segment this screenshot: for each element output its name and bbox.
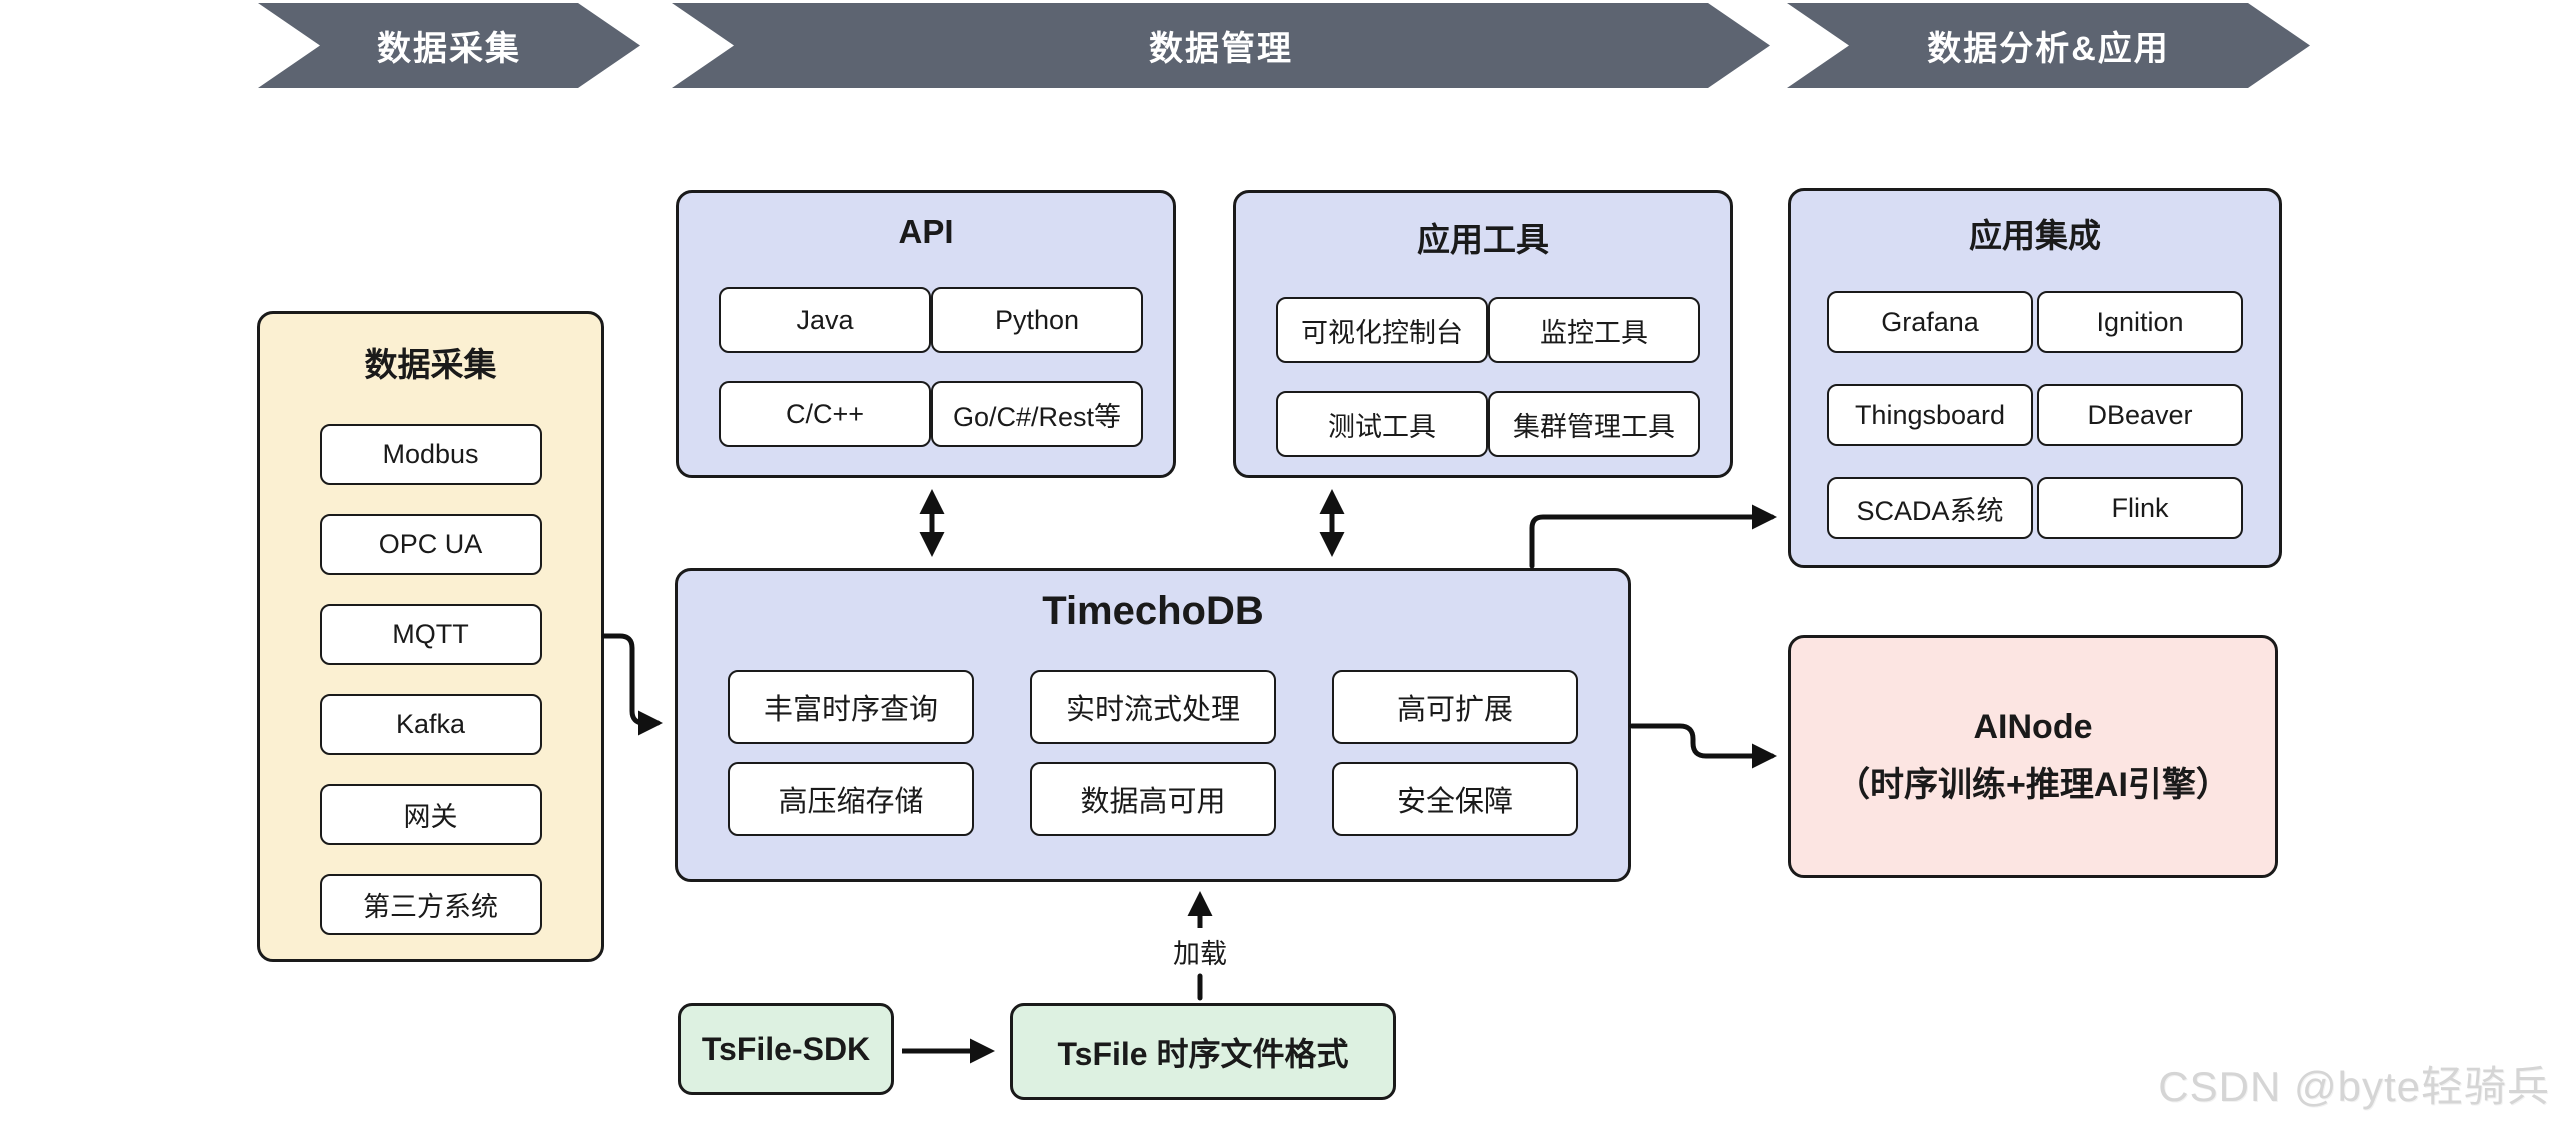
integration-item: Ignition xyxy=(2037,291,2243,353)
panel-title: 应用工具 xyxy=(1417,221,1549,258)
load-arrow-label: 加载 xyxy=(1173,939,1227,969)
tsfile-sdk-label: TsFile-SDK xyxy=(701,1030,871,1067)
banner-data-management: 数据管理 xyxy=(672,3,1770,88)
application-tools-panel: 应用工具 可视化控制台 监控工具 测试工具 集群管理工具 xyxy=(1233,190,1733,478)
tsfile-format-label: TsFile 时序文件格式 xyxy=(1057,1035,1349,1072)
api-items: Java Python C/C++ Go/C#/Rest等 xyxy=(719,287,1143,447)
arrow-collection-timechodb xyxy=(601,633,663,736)
tool-item: 可视化控制台 xyxy=(1276,297,1488,363)
tool-item: 监控工具 xyxy=(1488,297,1700,363)
integration-items: Grafana Ignition Thingsboard DBeaver SCA… xyxy=(1827,291,2243,539)
collection-item: 网关 xyxy=(319,784,542,845)
api-item: Python xyxy=(931,287,1143,353)
ainode-subtitle: （时序训练+推理AI引擎） xyxy=(1836,765,2230,804)
panel-title: TimechoDB xyxy=(1042,589,1264,633)
tsfile-sdk-box: TsFile-SDK xyxy=(678,1003,894,1095)
collection-item: 第三方系统 xyxy=(319,874,542,935)
tool-item: 测试工具 xyxy=(1276,391,1488,457)
collection-item: Modbus xyxy=(319,424,542,485)
panel-title: API xyxy=(898,213,954,250)
collection-item: MQTT xyxy=(319,604,542,665)
timechodb-feature: 高可扩展 xyxy=(1332,670,1578,744)
arrow-timechodb-ainode xyxy=(1629,723,1777,769)
api-item: Java xyxy=(719,287,931,353)
timechodb-feature: 实时流式处理 xyxy=(1030,670,1276,744)
collection-item: Kafka xyxy=(319,694,542,755)
integration-item: SCADA系统 xyxy=(1827,477,2033,539)
application-integration-panel: 应用集成 Grafana Ignition Thingsboard DBeave… xyxy=(1788,188,2282,568)
banner-data-analysis-application: 数据分析&应用 xyxy=(1787,3,2310,88)
collection-items: Modbus OPC UA MQTT Kafka 网关 第三方系统 xyxy=(260,424,601,935)
banner-label: 数据管理 xyxy=(1149,30,1293,68)
timechodb-feature: 丰富时序查询 xyxy=(728,670,974,744)
integration-item: DBeaver xyxy=(2037,384,2243,446)
timechodb-feature: 高压缩存储 xyxy=(728,762,974,836)
integration-item: Flink xyxy=(2037,477,2243,539)
integration-item: Grafana xyxy=(1827,291,2033,353)
timechodb-feature: 数据高可用 xyxy=(1030,762,1276,836)
arrow-timechodb-integration xyxy=(1529,504,1777,569)
timechodb-features: 丰富时序查询 实时流式处理 高可扩展 高压缩存储 数据高可用 安全保障 xyxy=(728,670,1578,836)
integration-item: Thingsboard xyxy=(1827,384,2033,446)
panel-title: 应用集成 xyxy=(1969,217,2101,254)
ainode-panel: AINode （时序训练+推理AI引擎） xyxy=(1788,635,2278,878)
api-item: C/C++ xyxy=(719,381,931,447)
banner-label: 数据分析&应用 xyxy=(1927,30,2170,68)
tools-items: 可视化控制台 监控工具 测试工具 集群管理工具 xyxy=(1276,297,1700,457)
api-panel: API Java Python C/C++ Go/C#/Rest等 xyxy=(676,190,1176,478)
api-item: Go/C#/Rest等 xyxy=(931,381,1143,447)
data-collection-panel: 数据采集 Modbus OPC UA MQTT Kafka 网关 第三方系统 xyxy=(257,311,604,962)
collection-item: OPC UA xyxy=(319,514,542,575)
panel-title: 数据采集 xyxy=(364,346,497,383)
watermark: CSDN @byte轻骑兵 xyxy=(2158,1063,2550,1110)
banner-label: 数据采集 xyxy=(377,30,521,68)
ainode-title: AINode xyxy=(1973,707,2093,746)
banner-data-collection: 数据采集 xyxy=(258,3,640,88)
timechodb-panel: TimechoDB 丰富时序查询 实时流式处理 高可扩展 高压缩存储 数据高可用… xyxy=(675,568,1631,882)
timechodb-feature: 安全保障 xyxy=(1332,762,1578,836)
tool-item: 集群管理工具 xyxy=(1488,391,1700,457)
tsfile-format-box: TsFile 时序文件格式 xyxy=(1010,1003,1396,1100)
